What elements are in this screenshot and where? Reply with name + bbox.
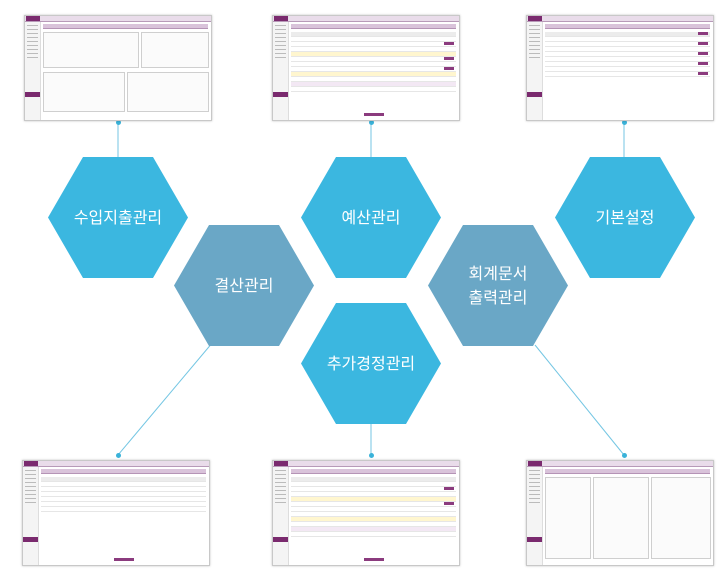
label-budget: 예산관리 [341, 207, 401, 227]
settlement-screenshot [22, 460, 210, 566]
supplementary-budget-screenshot [272, 460, 460, 566]
basic-settings-screenshot [526, 15, 714, 121]
label-basic-settings: 기본설정 [595, 207, 655, 227]
income-expense-screenshot [24, 15, 212, 121]
dot-basic-settings [621, 119, 627, 125]
label-supplementary-budget: 추가경정관리 [326, 353, 416, 373]
dot-supplementary-budget [368, 452, 374, 458]
budget-screenshot [272, 15, 460, 121]
accounting-docs-screenshot [526, 460, 714, 566]
dot-settlement [115, 452, 121, 458]
dot-income-expense [115, 119, 121, 125]
label-settlement: 결산관리 [214, 275, 274, 295]
hex-budget[interactable]: 예산관리 [301, 157, 441, 278]
dot-budget [368, 119, 374, 125]
label-income-expense: 수입지출관리 [73, 207, 163, 227]
label-accounting-docs-line1: 회계문서 [468, 263, 528, 283]
connector-settlement [117, 341, 214, 456]
label-accounting-docs-line2: 출력관리 [468, 287, 528, 307]
connector-accounting-docs [534, 344, 625, 456]
hex-supplementary-budget[interactable]: 추가경정관리 [301, 303, 441, 424]
dot-accounting-docs [621, 452, 627, 458]
